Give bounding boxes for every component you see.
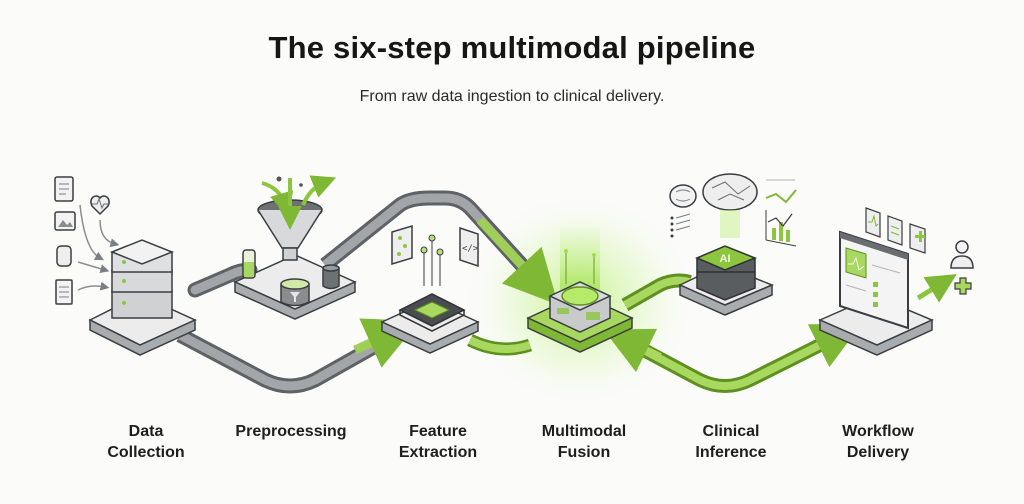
test-tube-icon	[242, 249, 256, 279]
output-arrow-icon	[916, 274, 957, 303]
output-arrow-icon	[301, 175, 337, 206]
page-subtitle: From raw data ingestion to clinical deli…	[359, 88, 665, 105]
data-collection-node	[54, 176, 197, 356]
clinical-inference-node: AI	[669, 173, 797, 316]
heart-rate-icon	[90, 195, 110, 216]
pipe-feature-to-fusion	[467, 334, 533, 356]
input-icons	[54, 176, 120, 305]
brain-icon	[669, 184, 697, 208]
filter-cylinder-icon	[280, 278, 310, 307]
page-title: The six-step multimodal pipeline	[268, 30, 756, 65]
smartwatch-icon	[56, 245, 72, 267]
feature-extraction-node: </>	[380, 224, 480, 354]
medical-cross-card-icon	[909, 223, 926, 254]
svg-text:</>: </>	[462, 244, 479, 254]
medical-cross-icon	[954, 277, 972, 295]
notes-card-icon	[887, 215, 903, 246]
preprocessing-node	[233, 175, 357, 320]
step-label-preprocessing: Preprocessing	[235, 423, 347, 440]
chip-icon	[398, 293, 466, 332]
ecg-card-icon	[865, 207, 881, 238]
code-panel-icon: </>	[459, 226, 479, 268]
list-icon	[670, 213, 691, 238]
neural-brain-icon	[702, 173, 758, 238]
database-icon	[322, 264, 340, 290]
fusion-reactor-icon	[548, 281, 612, 333]
doctor-icon	[950, 240, 974, 269]
workflow-delivery-node	[818, 207, 974, 356]
line-chart-icon	[765, 179, 797, 204]
dashboard-screen-icon	[839, 230, 909, 330]
pipe-collection-to-feature	[176, 318, 420, 394]
ai-badge: AI	[720, 253, 731, 265]
bar-chart-icon	[765, 210, 797, 247]
pipe-preprocessing-to-fusion	[320, 190, 559, 305]
input-arrow-icon	[261, 181, 294, 217]
sliders-panel-icon	[391, 224, 413, 266]
ai-server-icon: AI	[695, 245, 758, 301]
server-stack-icon	[109, 239, 175, 319]
pipe-inference-to-delivery	[603, 324, 862, 393]
image-icon	[54, 211, 76, 231]
multimodal-fusion-node	[526, 220, 634, 353]
